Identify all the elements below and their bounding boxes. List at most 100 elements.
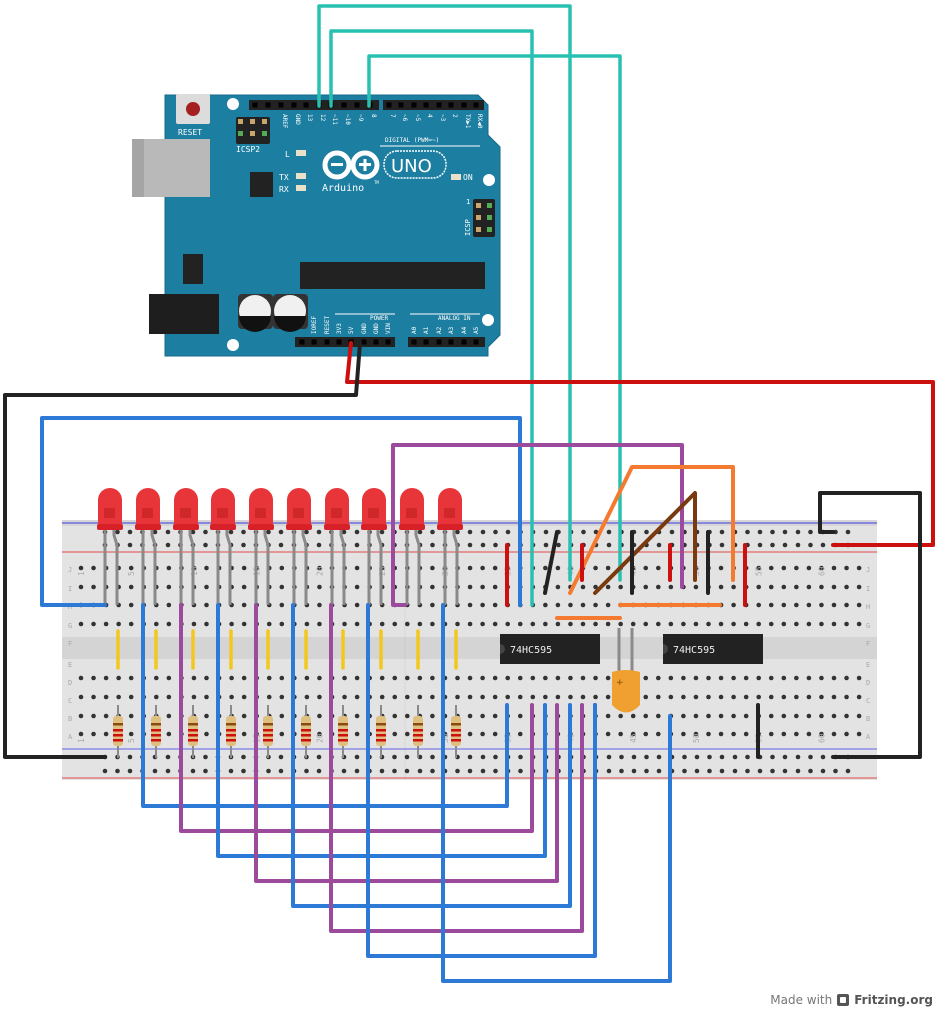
rail-hole: [493, 529, 498, 535]
breadboard-hole: [304, 675, 310, 681]
breadboard-hole: [781, 621, 787, 627]
breadboard-hole: [555, 694, 561, 700]
breadboard-hole: [266, 694, 272, 700]
mount-hole: [482, 314, 494, 326]
led-rim: [361, 524, 387, 530]
rail-hole: [127, 768, 133, 774]
breadboard-hole: [430, 731, 435, 737]
power-pin-label: 5V: [348, 326, 355, 334]
breadboard-hole: [317, 565, 322, 571]
breadboard-hole: [781, 584, 787, 590]
resistor-band: [301, 729, 311, 732]
breadboard-hole: [505, 675, 511, 681]
breadboard-hole: [819, 675, 824, 681]
breadboard-hole: [266, 675, 272, 681]
header-pin: [291, 102, 297, 108]
resistor-band: [376, 739, 386, 742]
header-pin: [473, 102, 479, 108]
rail-hole: [682, 768, 687, 774]
breadboard-hole: [718, 584, 724, 590]
icsp-label: ICSP: [464, 219, 472, 236]
breadboard-hole: [480, 675, 485, 681]
breadboard-hole: [743, 713, 749, 719]
resistor: [376, 705, 386, 758]
rail-hole: [606, 754, 612, 760]
on-indicator: [451, 174, 461, 180]
ic-label: 74HC595: [673, 645, 715, 656]
breadboard-hole: [455, 621, 460, 627]
rail-hole: [266, 529, 271, 535]
rail-hole: [467, 542, 473, 548]
breadboard-hole: [354, 694, 360, 700]
resistor: [151, 705, 161, 758]
breadboard-hole: [643, 675, 649, 681]
breadboard-hole: [844, 565, 849, 571]
breadboard-hole: [530, 675, 536, 681]
rail-hole: [203, 542, 208, 548]
breadboard-hole: [191, 675, 197, 681]
header-pin: [354, 102, 360, 108]
digital-pin-label: GND: [294, 114, 301, 125]
black-wire-gnd: [3, 341, 362, 759]
breadboard-hole: [844, 602, 849, 608]
breadboard-hole: [354, 713, 360, 719]
rail-hole: [795, 542, 801, 548]
rail-hole: [316, 768, 322, 774]
breadboard-hole: [831, 565, 837, 571]
digital-pin-label: 4: [426, 114, 433, 118]
tx-indicator: [296, 173, 306, 179]
breadboard-hole: [693, 731, 699, 737]
cyan-wire-pin12: [317, 4, 572, 582]
breadboard-hole: [392, 731, 398, 737]
rail-hole: [127, 754, 133, 760]
row-letter: D: [866, 679, 870, 687]
resistor-band: [376, 723, 386, 726]
breadboard-hole: [844, 621, 849, 627]
rail-hole: [278, 542, 284, 548]
breadboard-hole: [455, 675, 460, 681]
breadboard-hole: [656, 731, 661, 737]
breadboard-hole: [756, 602, 761, 608]
rail-hole: [467, 754, 473, 760]
breadboard-hole: [605, 731, 611, 737]
resistor-band: [263, 729, 273, 732]
rail-hole: [278, 768, 284, 774]
header-pin: [423, 339, 429, 345]
rail-hole: [354, 542, 360, 548]
resistor-band: [376, 734, 386, 737]
breadboard-hole: [91, 731, 96, 737]
breadboard-hole: [467, 602, 473, 608]
header-pin: [311, 339, 317, 345]
breadboard-hole: [718, 694, 724, 700]
breadboard-hole: [91, 621, 96, 627]
resistor: [451, 705, 461, 758]
rail-hole: [165, 542, 171, 548]
rail-hole: [757, 529, 763, 535]
row-letter: E: [68, 661, 72, 669]
fritzing-credit[interactable]: Made with Fritzing.org: [770, 993, 933, 1007]
breadboard-hole: [317, 584, 322, 590]
breadboard-hole: [480, 731, 485, 737]
rail-hole: [682, 754, 687, 760]
breadboard-hole: [768, 602, 774, 608]
rail-hole: [354, 768, 360, 774]
breadboard-hole: [317, 675, 322, 681]
breadboard-hole: [568, 621, 573, 627]
header-pin: [386, 102, 392, 108]
analog-pin-label: A3: [448, 326, 455, 334]
breadboard-hole: [618, 621, 623, 627]
breadboard-hole: [768, 713, 774, 719]
breadboard-hole: [605, 584, 611, 590]
led: [324, 488, 350, 605]
icsp-pin: [476, 203, 481, 208]
rail-hole: [203, 529, 208, 535]
breadboard-hole: [794, 694, 799, 700]
breadboard-hole: [593, 675, 598, 681]
breadboard-hole: [241, 602, 247, 608]
rail-hole: [732, 754, 738, 760]
breadboard-hole: [781, 713, 787, 719]
rail-hole: [782, 542, 788, 548]
fritzing-brand-link[interactable]: Fritzing.org: [854, 993, 933, 1007]
resistor-band: [338, 734, 348, 737]
breadboard-hole: [856, 694, 862, 700]
